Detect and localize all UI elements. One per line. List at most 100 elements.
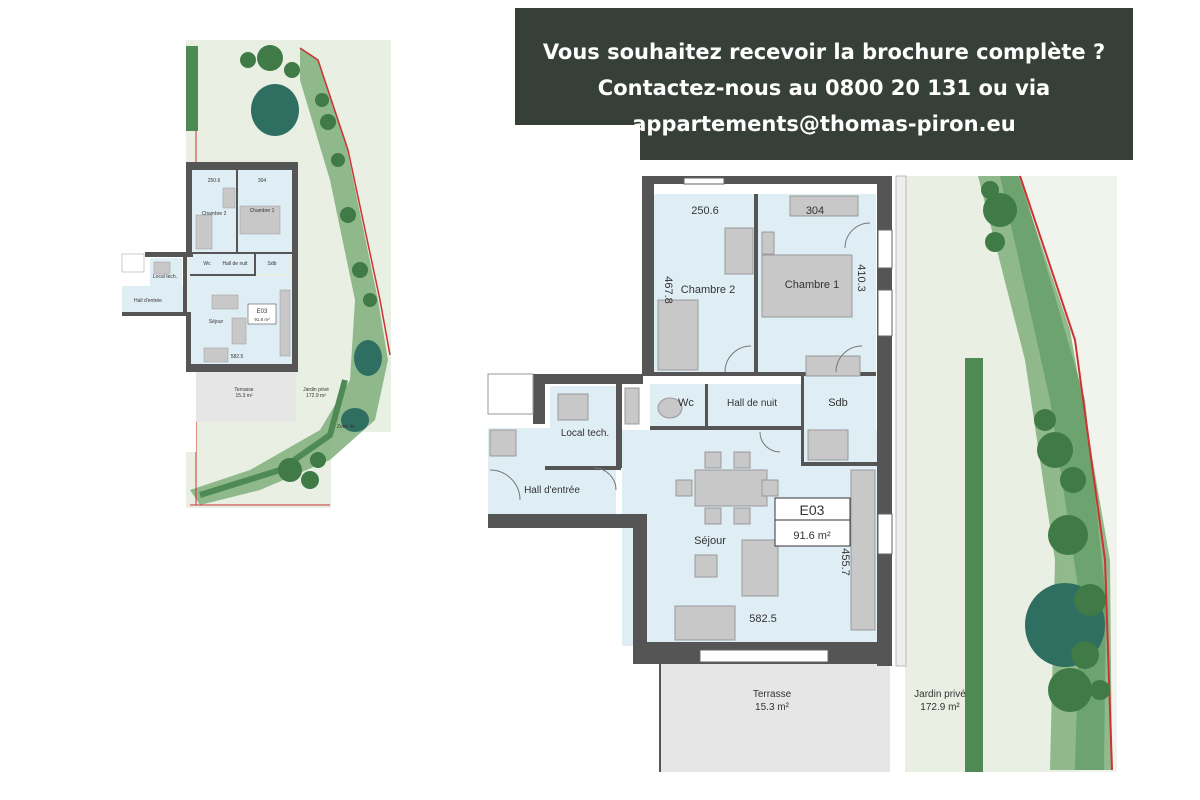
- dining-table: [211, 294, 239, 310]
- tree: [331, 153, 345, 167]
- thumb-label-jardin: Jardin privé: [303, 387, 329, 393]
- toilet: [657, 397, 683, 419]
- thumb-label-local-tech: Local tech.: [153, 274, 177, 280]
- chair: [761, 479, 779, 497]
- dim-chambre2-width: 250.6: [691, 205, 719, 217]
- wall: [642, 176, 892, 184]
- wall: [616, 380, 622, 468]
- dim-chambre2-height: 467.8: [662, 276, 674, 304]
- label-wc: Wc: [678, 397, 694, 409]
- sofa: [741, 539, 779, 597]
- tree: [284, 62, 300, 78]
- tree: [340, 207, 356, 223]
- thumb-boundary: [299, 47, 391, 356]
- trees: [981, 181, 1110, 712]
- thumb-trees: [240, 45, 377, 489]
- wall: [292, 162, 298, 372]
- thumb-room-fills: [122, 170, 292, 370]
- wall: [145, 252, 193, 257]
- doors: [489, 222, 871, 501]
- thumb-unit-id: E03: [257, 309, 268, 315]
- stairwell: [487, 373, 534, 415]
- wall: [236, 170, 238, 252]
- thumb-path: [199, 379, 348, 498]
- wall: [254, 254, 256, 276]
- thumb-pond: [354, 340, 382, 376]
- thumb-stairwell: [121, 253, 145, 273]
- boiler: [153, 261, 171, 275]
- thumb-label-sdb: Sdb: [268, 261, 277, 267]
- dim-sejour-width: 582.5: [749, 613, 777, 625]
- thumb-room: [122, 286, 184, 314]
- wall: [533, 374, 545, 424]
- wall: [754, 194, 758, 372]
- thumb-pond: [251, 84, 299, 136]
- entry-cabinet: [489, 429, 517, 457]
- banner-line-1: Vous souhaitez recevoir la brochure comp…: [542, 40, 1106, 64]
- tree: [310, 452, 326, 468]
- label-sdb: Sdb: [828, 397, 848, 409]
- thumb-label-terrasse: Terrasse: [234, 387, 253, 393]
- tree: [1060, 467, 1086, 493]
- thumb-dim-sejour-width: 582.5: [231, 354, 244, 360]
- thumb-unit-badge: [247, 303, 277, 325]
- thumb-label-terrasse-area: 15.3 m²: [236, 393, 253, 399]
- window: [683, 177, 725, 185]
- boiler: [557, 393, 589, 421]
- banner-email-link[interactable]: appartements@thomas-piron.eu: [632, 112, 1016, 136]
- thumb-label-jardin-area: 172.9 m²: [306, 393, 326, 399]
- label-chambre-2: Chambre 2: [681, 284, 735, 296]
- wall: [801, 376, 804, 466]
- thumb-pond: [341, 408, 369, 432]
- tree: [315, 93, 329, 107]
- thumb-hedge: [186, 46, 198, 131]
- room-hall-nuit-fill: [708, 384, 801, 426]
- wall: [122, 312, 188, 316]
- contact-banner-text: Vous souhaitez recevoir la brochure comp…: [515, 34, 1133, 142]
- desk: [222, 187, 236, 209]
- window: [699, 649, 829, 663]
- unit-area: 91.6 m²: [793, 530, 831, 542]
- label-terrasse: Terrasse: [753, 689, 792, 700]
- tree: [1037, 432, 1073, 468]
- label-jardin-area: 172.9 m²: [920, 702, 960, 713]
- kitchen-counter: [279, 289, 291, 357]
- tree: [301, 471, 319, 489]
- thumb-furniture: [153, 187, 291, 363]
- window: [877, 289, 893, 337]
- chair: [675, 479, 693, 497]
- terrace-area: [660, 664, 890, 772]
- tree: [985, 232, 1005, 252]
- thumb-unit-area: 91.6 m²: [254, 317, 270, 322]
- label-sejour: Séjour: [694, 535, 726, 547]
- shower: [807, 429, 849, 461]
- thumb-walls: [122, 162, 298, 372]
- tree: [1074, 584, 1106, 616]
- property-boundary: [1019, 175, 1113, 771]
- door-swing: [759, 431, 781, 453]
- tree: [278, 458, 302, 482]
- tree: [1090, 680, 1110, 700]
- thumb-label-wc: Wc: [203, 261, 211, 267]
- thumb-label-chambre-1: Chambre 1: [250, 208, 275, 214]
- bed-single: [657, 299, 699, 371]
- facade-strip: [895, 175, 907, 667]
- door-swing: [489, 469, 521, 501]
- contact-banner-extension: [640, 120, 1133, 160]
- window: [877, 513, 893, 555]
- wall: [186, 312, 191, 372]
- thumb-label-hall-nuit: Hall de nuit: [222, 261, 248, 267]
- dim-chambre1-width: 304: [806, 205, 824, 217]
- tv-unit: [674, 605, 736, 641]
- window: [877, 229, 893, 269]
- contact-banner: [515, 8, 1133, 125]
- bath-sink: [805, 355, 861, 377]
- thumb-label-zone: Zone de: [337, 424, 356, 430]
- wardrobe: [789, 195, 859, 217]
- dim-chambre1-height: 410.3: [855, 264, 867, 292]
- thumb-dim-chambre1-width: 304: [258, 178, 267, 184]
- label-hall-nuit: Hall de nuit: [727, 398, 777, 409]
- wall: [650, 426, 802, 430]
